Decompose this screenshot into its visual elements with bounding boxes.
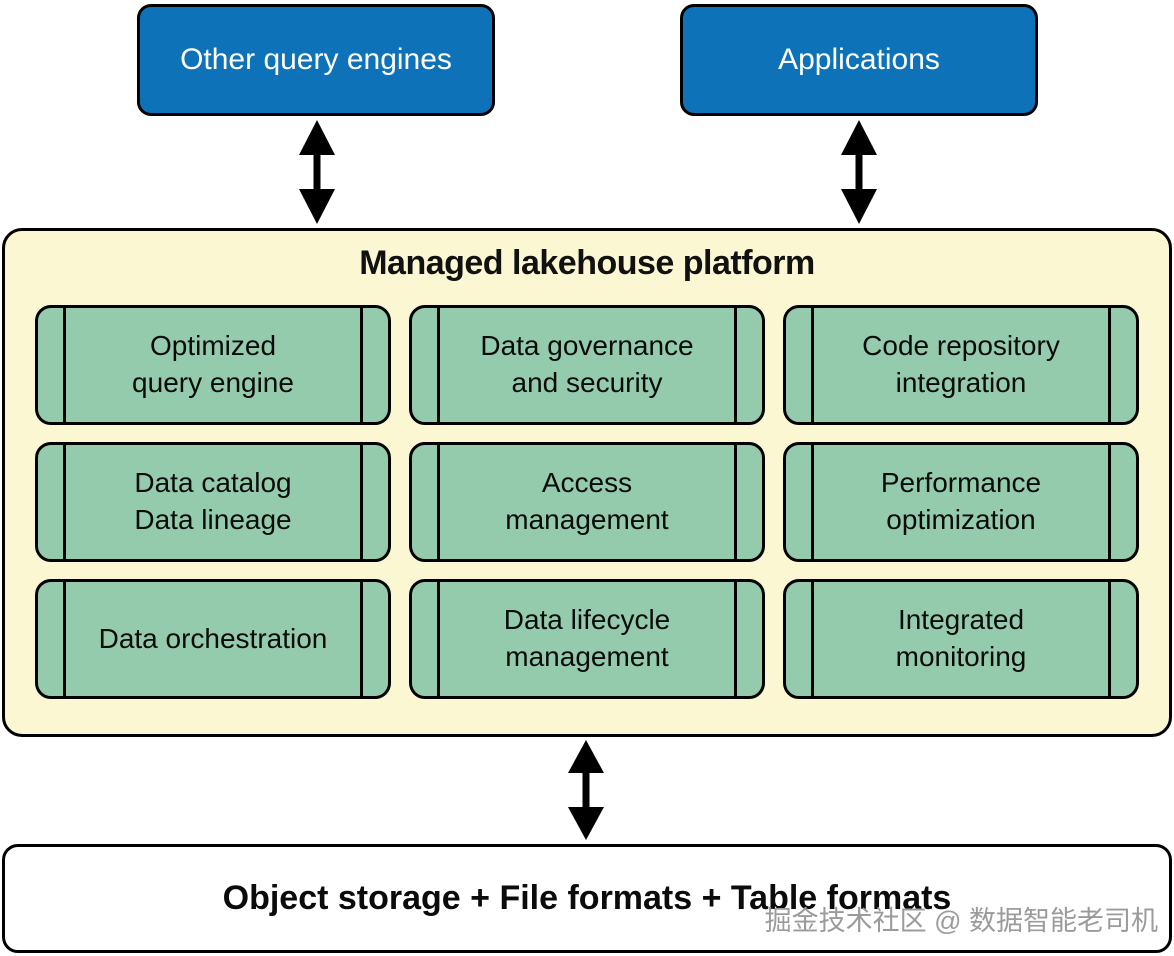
platform-title: Managed lakehouse platform — [359, 244, 815, 282]
watermark-text: 掘金技术社区 @ 数据智能老司机 — [764, 906, 1158, 936]
component-label-line: Optimized — [149, 330, 277, 362]
component-label-line: Data orchestration — [98, 622, 328, 654]
component-code-repository-integration: Code repository integration — [783, 305, 1139, 425]
component-label-line: Code repository — [862, 330, 1060, 362]
bidirectional-arrow-icon — [294, 118, 340, 226]
component-label-line: Data lineage — [134, 504, 292, 535]
component-data-governance-security: Data governance and security — [409, 305, 765, 425]
node-other-query-engines-label: Other query engines — [180, 43, 452, 76]
component-data-catalog-lineage: Data catalog Data lineage — [35, 442, 391, 562]
node-other-query-engines: Other query engines — [137, 4, 495, 116]
component-performance-optimization: Performance optimization — [783, 442, 1139, 562]
component-label-line: optimization — [886, 504, 1036, 535]
component-label-line: Data lifecycle — [503, 604, 671, 636]
component-label-line: and security — [511, 367, 663, 398]
component-label-line: monitoring — [895, 641, 1027, 672]
component-access-management: Access management — [409, 442, 765, 562]
node-object-storage: Object storage + File formats + Table fo… — [2, 844, 1172, 953]
component-optimized-query-engine: Optimized query engine — [35, 305, 391, 425]
component-label-line: query engine — [132, 367, 294, 398]
component-integrated-monitoring: Integrated monitoring — [783, 579, 1139, 699]
node-object-storage-label: Object storage + File formats + Table fo… — [222, 879, 952, 917]
bidirectional-arrow-icon — [836, 118, 882, 226]
component-data-orchestration: Data orchestration — [35, 579, 391, 699]
bidirectional-arrow-icon — [563, 738, 609, 842]
component-label-line: Access — [541, 467, 633, 499]
component-data-lifecycle-management: Data lifecycle management — [409, 579, 765, 699]
component-label-line: management — [505, 641, 669, 672]
component-label-line: Data governance — [480, 330, 694, 362]
component-label-line: Data catalog — [134, 467, 292, 499]
node-applications: Applications — [680, 4, 1038, 116]
component-label-line: integration — [895, 367, 1027, 398]
managed-lakehouse-platform-container: Managed lakehouse platform Optimized que… — [2, 228, 1172, 737]
component-label-line: Integrated — [897, 604, 1025, 636]
platform-component-grid: Optimized query engine Data governance a… — [5, 283, 1169, 699]
component-label-line: Performance — [880, 467, 1042, 499]
node-applications-label: Applications — [778, 43, 940, 76]
component-label-line: management — [505, 504, 669, 535]
